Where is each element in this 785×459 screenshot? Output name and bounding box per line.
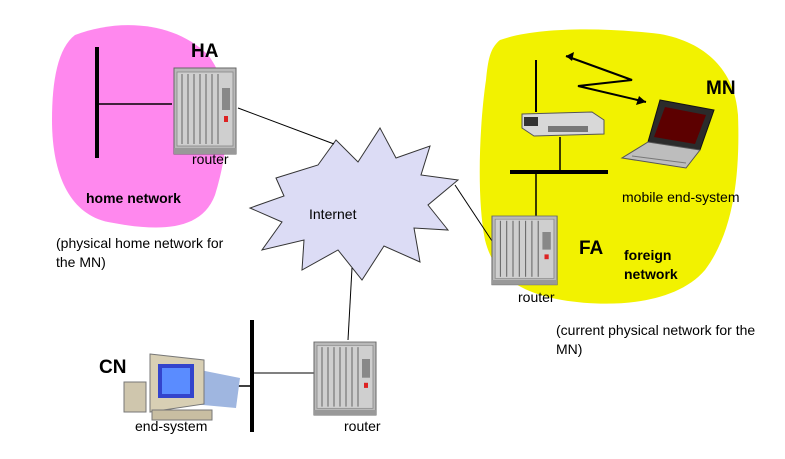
mobile-end-system-label: mobile end-system [622, 189, 740, 205]
wireless-access-point [521, 60, 605, 172]
foreign-network-note: (current physical network for the MN) [556, 322, 756, 357]
laptop-icon [620, 99, 715, 169]
home-network-note: (physical home network for the MN) [56, 235, 224, 270]
end-system-label: end-system [135, 418, 208, 434]
wireless-signal [565, 52, 647, 105]
cn-router [313, 341, 377, 416]
foreign-agent-router [491, 215, 558, 286]
ha-label: HA [191, 41, 219, 62]
internet-label: Internet [309, 206, 357, 222]
desktop-computer-icon [123, 353, 240, 421]
home-network-label: home network [86, 190, 181, 206]
cn-label: CN [99, 357, 127, 378]
home-agent-router [173, 67, 237, 155]
home-router-label: router [192, 151, 229, 167]
fa-label: FA [579, 238, 604, 259]
internet-cloud [248, 127, 460, 281]
links [237, 107, 499, 374]
foreign-router-label: router [518, 289, 555, 305]
foreign-network-label: foreign network [624, 247, 678, 282]
mn-label: MN [706, 78, 736, 99]
cn-router-label: router [344, 418, 381, 434]
